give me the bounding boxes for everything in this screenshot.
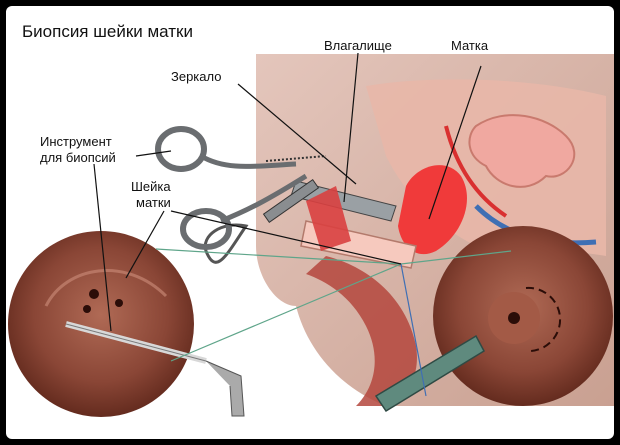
label-instrument-line1: Инструмент bbox=[40, 134, 112, 149]
connector-lines bbox=[155, 248, 512, 397]
biopsy-diagram: Биопсия шейки матки Влагалище Матка Зерк… bbox=[8, 22, 614, 417]
biopsy-forceps bbox=[155, 126, 327, 250]
label-vagina: Влагалище bbox=[324, 38, 392, 53]
leader-lines bbox=[93, 52, 482, 332]
intestine-loops bbox=[468, 114, 576, 188]
rectum bbox=[306, 256, 417, 406]
label-cervix-line2: матки bbox=[136, 195, 171, 210]
cervix-view-left bbox=[8, 231, 245, 417]
vessel-red bbox=[444, 125, 508, 218]
label-speculum: Зеркало bbox=[171, 69, 221, 84]
diagram-title: Биопсия шейки матки bbox=[22, 22, 193, 41]
label-cervix-line1: Шейка bbox=[131, 179, 171, 194]
label-instrument-line2: для биопсий bbox=[40, 150, 116, 165]
illustration-frame: Биопсия шейки матки Влагалище Матка Зерк… bbox=[6, 6, 614, 439]
label-uterus: Матка bbox=[451, 38, 489, 53]
cervix-view-right bbox=[374, 226, 613, 413]
